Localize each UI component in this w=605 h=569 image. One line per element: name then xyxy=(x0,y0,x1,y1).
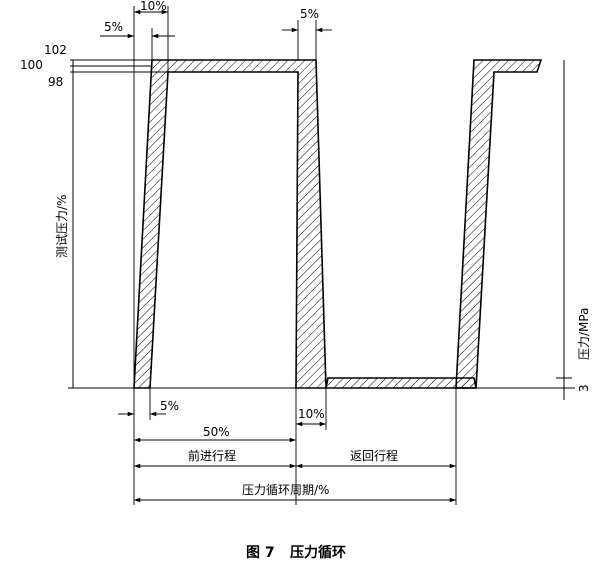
label-5-bottom: 5% xyxy=(160,399,179,413)
next-pulse-shape xyxy=(455,59,543,389)
label-5-top-left: 5% xyxy=(104,20,123,34)
label-98: 98 xyxy=(48,75,63,89)
label-forward-stroke: 前进行程 xyxy=(188,448,236,463)
caption-number: 图 7 xyxy=(246,545,275,561)
label-100: 100 xyxy=(20,58,43,72)
label-return-stroke: 返回行程 xyxy=(350,448,398,463)
label-10-bottom: 10% xyxy=(298,407,325,421)
y-axis-right-label: 压力/MPa xyxy=(577,308,591,360)
caption-title: 压力循环 xyxy=(290,544,346,561)
label-10-top: 10% xyxy=(140,0,167,13)
label-102: 102 xyxy=(44,43,67,57)
label-3: 3 xyxy=(577,384,591,392)
y-axis-left-label: 测试压力/% xyxy=(54,195,69,258)
label-5-top-right: 5% xyxy=(300,7,319,21)
forward-pulse-shape xyxy=(133,59,327,389)
label-50: 50% xyxy=(203,425,230,439)
label-cycle-period: 压力循环周期/% xyxy=(242,483,329,497)
return-plateau-shape xyxy=(325,377,477,389)
